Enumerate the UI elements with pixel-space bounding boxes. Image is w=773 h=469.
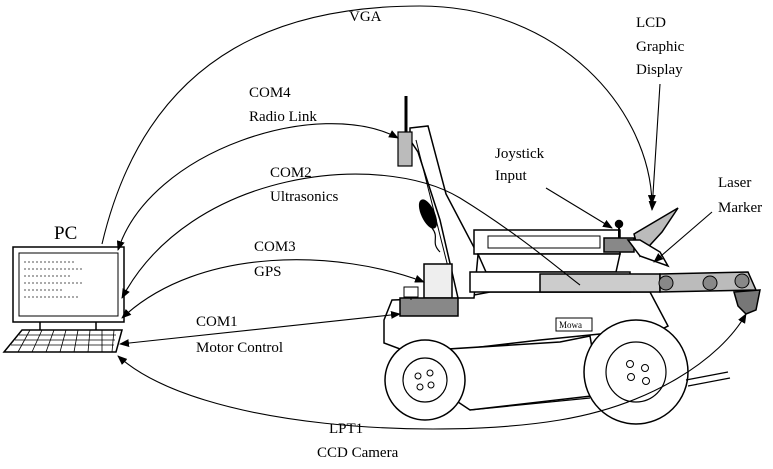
com4-link	[116, 123, 399, 251]
pc-computer	[2, 246, 125, 353]
vga-link	[101, 5, 656, 245]
com1-desc-label: Motor Control	[196, 340, 284, 356]
radio-link-box	[397, 131, 413, 167]
joystick-pointer	[545, 187, 613, 229]
motor-controller	[399, 297, 459, 317]
lpt1-desc-label: CCD Camera	[317, 445, 399, 461]
com2-desc-label: Ultrasonics	[270, 189, 339, 205]
vga-label: VGA	[349, 9, 382, 25]
robot-badge-text: Mowa	[559, 320, 582, 330]
pc-screen-text	[24, 261, 84, 298]
laser-pointer	[653, 211, 713, 263]
gps-unit	[423, 263, 453, 299]
joystick-label-line1: Joystick	[495, 146, 545, 162]
com2-port-label: COM2	[270, 165, 312, 181]
com2-link	[121, 173, 581, 299]
joystick-knob	[614, 219, 624, 229]
com4-desc-label: Radio Link	[249, 109, 317, 125]
pc-screen	[18, 252, 119, 317]
lcd-label-line2: Graphic	[636, 39, 685, 55]
lpt1-link	[117, 313, 747, 430]
connection-lines	[101, 5, 747, 430]
com3-port-label: COM3	[254, 239, 296, 255]
robot-mast	[409, 125, 479, 299]
laser-arm	[539, 273, 661, 293]
ultrasonic-sensor	[418, 199, 438, 229]
com1-port-label: COM1	[196, 314, 238, 330]
joystick-label-line2: Input	[495, 168, 527, 184]
lcd-pointer	[648, 83, 661, 211]
com3-desc-label: GPS	[254, 264, 282, 280]
pc-keyboard-keys	[11, 329, 116, 353]
laser-label-line2: Marker	[718, 200, 763, 216]
lpt1-port-label: LPT1	[329, 421, 364, 437]
com3-link	[121, 259, 425, 319]
pc-monitor	[12, 246, 125, 323]
lcd-label-line3: Display	[636, 62, 683, 78]
com4-port-label: COM4	[249, 85, 291, 101]
pc-label: PC	[54, 223, 78, 244]
laser-label-line1: Laser	[718, 175, 752, 191]
robot-vehicle: Mowa	[383, 96, 761, 425]
laser-marker-head	[733, 289, 761, 315]
lcd-label-line1: LCD	[636, 15, 666, 31]
